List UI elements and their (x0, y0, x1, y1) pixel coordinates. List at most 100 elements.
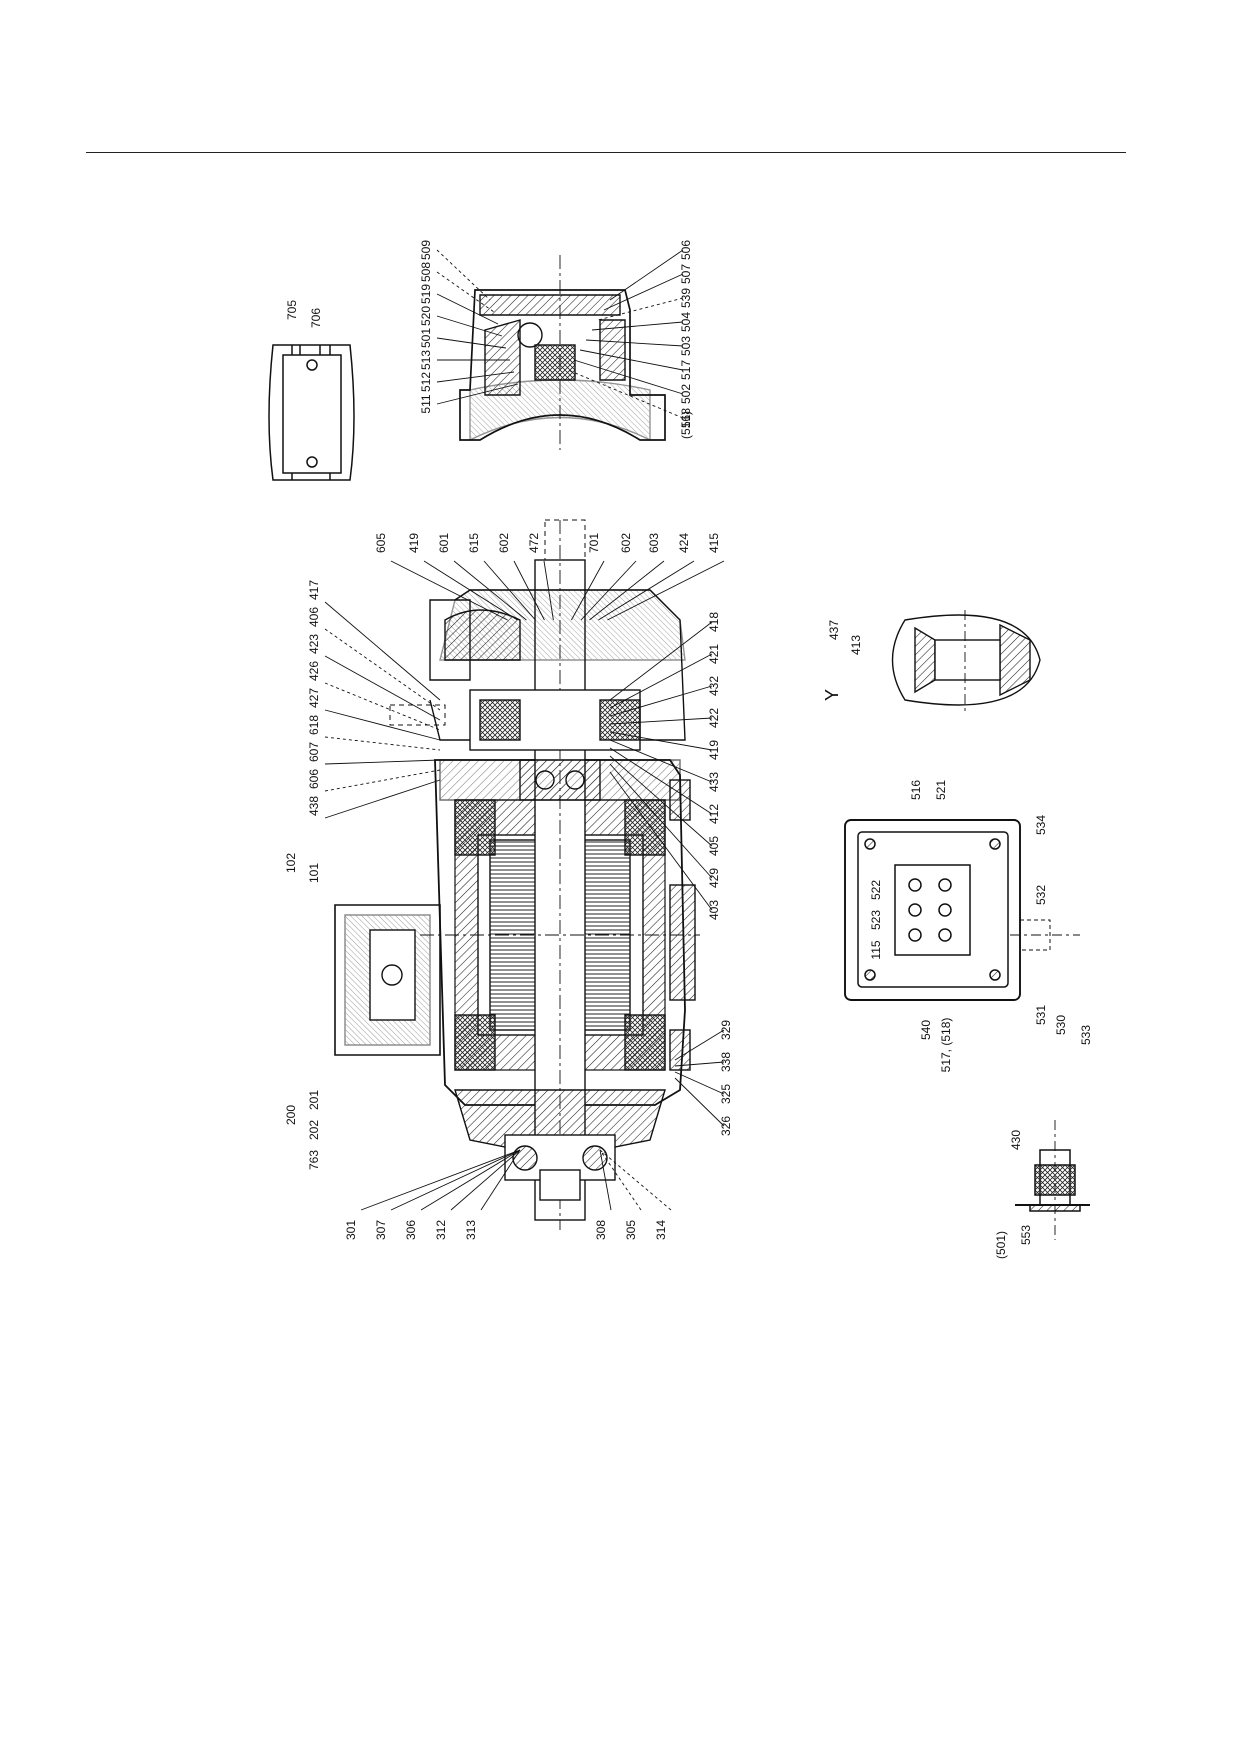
callout-506: 506 (679, 240, 693, 260)
callout-305: 305 (624, 1220, 638, 1240)
main-bottom-labels: 301 307 306 312 313 308 305 314 (344, 1149, 672, 1240)
callout-313: 313 (464, 1220, 478, 1240)
callout-412: 412 (707, 804, 721, 824)
callout-102: 102 (284, 853, 298, 873)
callout-512: 512 (419, 372, 433, 392)
callout-504: 504 (679, 312, 693, 332)
header-rule (86, 152, 1126, 153)
callout-403: 403 (707, 900, 721, 920)
view-label-y: Y (822, 689, 842, 701)
leader-line (609, 653, 713, 709)
leader-line (436, 371, 515, 383)
leader-line (436, 337, 507, 349)
leader-line (324, 682, 441, 731)
callout-329: 329 (719, 1020, 733, 1040)
leader-line (674, 1077, 725, 1127)
callout-602: 602 (497, 533, 511, 553)
leader-line (436, 249, 491, 301)
leader-line (360, 1149, 521, 1211)
leader-line (674, 1071, 725, 1095)
callout-606: 606 (307, 769, 321, 789)
leader-line (609, 717, 713, 725)
callout-503: 503 (679, 336, 693, 356)
callout-338: 338 (719, 1052, 733, 1072)
leader-line (609, 731, 713, 751)
callout-430: 430 (1009, 1130, 1023, 1150)
leader-line (423, 560, 518, 621)
callout-601: 601 (437, 533, 451, 553)
leader-line (390, 1149, 521, 1211)
callout-517: 517 (679, 360, 693, 380)
callout-513: 513 (419, 350, 433, 370)
leader-line (567, 369, 684, 419)
cable-gland (1015, 1120, 1090, 1240)
callout-602: 602 (619, 533, 633, 553)
callout-518: 518 (679, 408, 693, 428)
leader-line (589, 560, 665, 621)
callout-511: 511 (419, 394, 433, 413)
callout-516: 516 (909, 780, 923, 800)
callout-520: 520 (419, 306, 433, 326)
leader-line (324, 601, 441, 701)
callout-603: 603 (647, 533, 661, 553)
leader-line (571, 560, 605, 621)
callout-615: 615 (467, 533, 481, 553)
main-section (334, 519, 700, 1230)
leader-line (573, 359, 684, 395)
terminal-box-top (844, 819, 1080, 1001)
callout-429: 429 (707, 868, 721, 888)
callout-507: 507 (679, 264, 693, 284)
callout-417: 417 (307, 580, 321, 600)
leader-line (674, 1029, 725, 1061)
callout-618: 618 (307, 715, 321, 735)
callout-301: 301 (344, 1220, 358, 1240)
callout-312: 312 (434, 1220, 448, 1240)
callout-419: 419 (407, 533, 421, 553)
leader-line (599, 1149, 642, 1211)
callout-533: 533 (1079, 1025, 1093, 1045)
callout-553: 553 (1019, 1225, 1033, 1245)
leader-line (609, 621, 713, 701)
leader-line (580, 560, 637, 621)
leader-line (436, 383, 519, 405)
callout-705: 705 (285, 300, 299, 320)
callout-532: 532 (1034, 885, 1048, 905)
callout-201: 201 (307, 1090, 321, 1110)
leader-line (450, 1149, 521, 1211)
callout-307: 307 (374, 1220, 388, 1240)
leader-line (598, 560, 695, 621)
callout-422: 422 (707, 708, 721, 728)
callout-426: 426 (307, 661, 321, 681)
callout-519: 519 (419, 284, 433, 304)
callout-421: 421 (707, 644, 721, 664)
leader-line (436, 293, 499, 325)
leader-line (609, 763, 713, 879)
leader-line (324, 769, 441, 792)
callout-306: 306 (404, 1220, 418, 1240)
detail-y (891, 610, 1041, 715)
callout-418: 418 (707, 612, 721, 632)
callout-314: 314 (654, 1220, 668, 1240)
leader-line (609, 747, 713, 815)
callout-517518: 517, (518) (939, 1018, 953, 1073)
callout-308: 308 (594, 1220, 608, 1240)
leader-line (585, 339, 684, 347)
callout-325: 325 (719, 1084, 733, 1104)
leader-line (591, 321, 684, 331)
callout-200: 200 (284, 1105, 298, 1125)
leader-line (597, 297, 684, 321)
callout-415: 415 (707, 533, 721, 553)
cover-detail (268, 344, 355, 481)
callout-424: 424 (677, 533, 691, 553)
leader-line (453, 560, 527, 621)
callout-427: 427 (307, 688, 321, 708)
leader-line (420, 1149, 521, 1211)
leader-line (324, 709, 441, 741)
